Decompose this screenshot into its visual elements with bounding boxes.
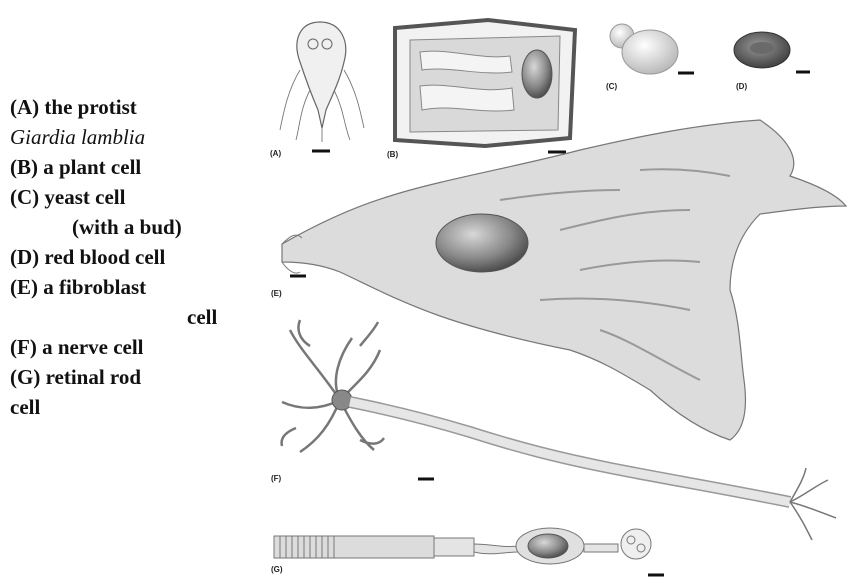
fibroblast-cell (282, 120, 846, 440)
panel-label-g: (G) (271, 565, 283, 574)
plant-cell (395, 20, 575, 152)
panel-label-c: (C) (606, 82, 617, 91)
panel-label-a: (A) (270, 149, 281, 158)
yeast-cell (610, 24, 694, 74)
giardia-cell (280, 22, 364, 151)
red-blood-cell (734, 32, 810, 72)
panel-label-f: (F) (271, 474, 282, 483)
panel-label-d: (D) (736, 82, 747, 91)
panel-label-b: (B) (387, 150, 398, 159)
panel-label-e: (E) (271, 289, 282, 298)
retinal-rod-cell (274, 528, 664, 575)
nerve-cell (282, 320, 836, 540)
